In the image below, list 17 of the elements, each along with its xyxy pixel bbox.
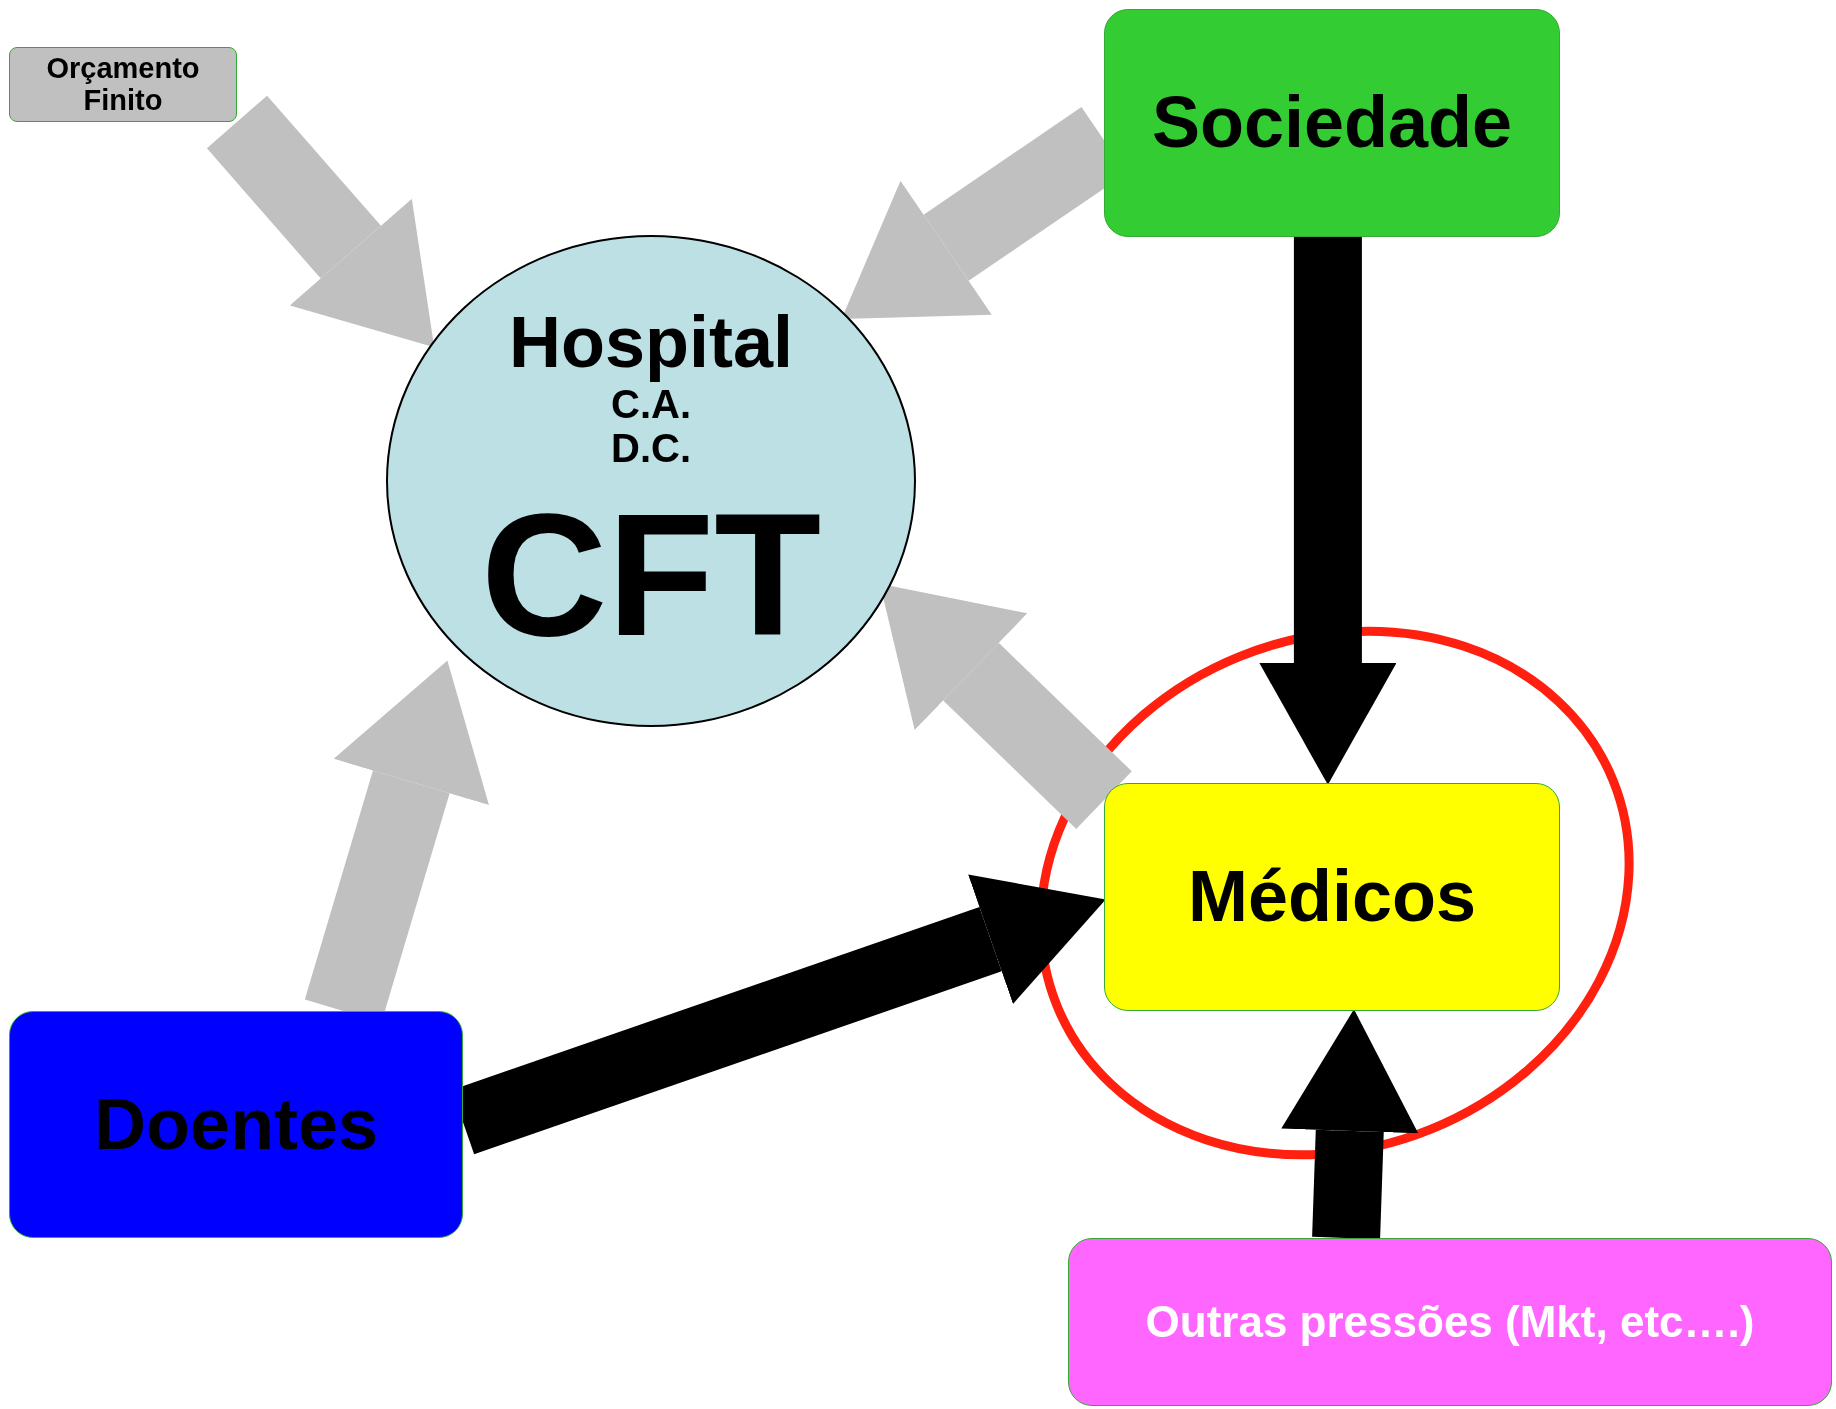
process-box bbox=[1068, 1238, 1832, 1406]
node-title: Sociedade bbox=[1151, 83, 1513, 163]
block-arrow bbox=[1281, 1009, 1419, 1240]
process-box bbox=[9, 1011, 463, 1238]
process-box bbox=[1104, 9, 1560, 237]
node-title: Orçamento Finito bbox=[45, 52, 201, 117]
process-box bbox=[1104, 783, 1560, 1011]
node-title: Outras pressões (Mkt, etc….) bbox=[1145, 1297, 1755, 1347]
node-title: Doentes bbox=[93, 1084, 379, 1165]
node-title: Hospital bbox=[509, 303, 793, 383]
block-arrow bbox=[206, 95, 435, 348]
node-text: D.C. bbox=[611, 426, 691, 471]
node-text: CFT bbox=[480, 492, 822, 659]
label-box bbox=[9, 47, 237, 122]
node-text: C.A. bbox=[611, 382, 691, 427]
block-arrow bbox=[1259, 237, 1397, 785]
node-title: Médicos bbox=[1187, 857, 1477, 937]
